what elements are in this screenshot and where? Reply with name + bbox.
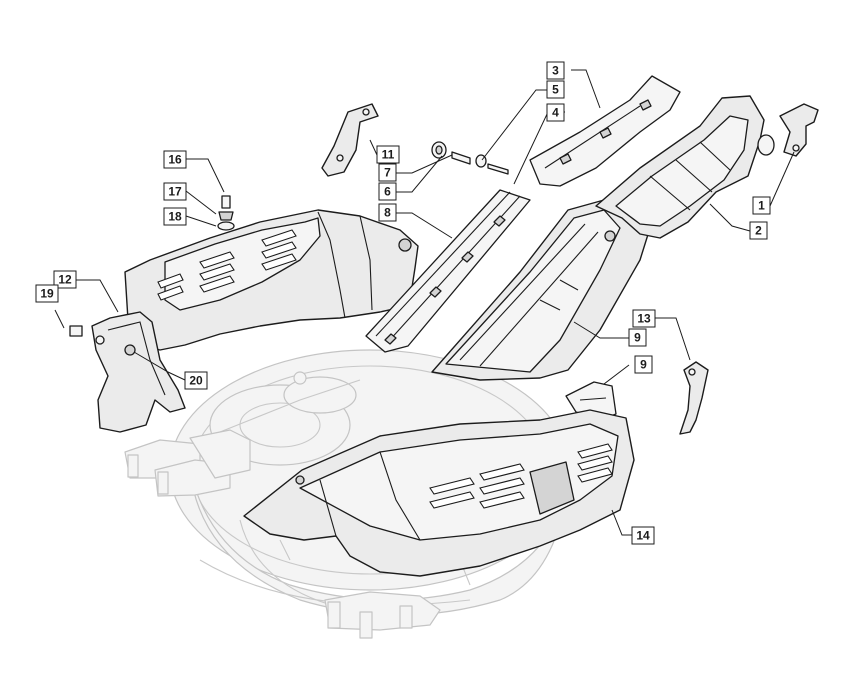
svg-text:5: 5: [552, 83, 559, 97]
callout-9b: 9: [634, 355, 653, 374]
svg-text:2: 2: [755, 224, 762, 238]
callout-5: 5: [546, 80, 565, 99]
svg-text:9: 9: [634, 331, 641, 345]
callout-17: 17: [163, 182, 187, 201]
callout-13: 13: [632, 309, 656, 328]
svg-text:9: 9: [640, 358, 647, 372]
svg-text:17: 17: [168, 185, 182, 199]
top-plate-3: [529, 75, 681, 187]
svg-text:13: 13: [637, 312, 651, 326]
callout-11: 11: [376, 145, 400, 164]
svg-text:11: 11: [382, 148, 395, 162]
callout-18: 18: [163, 207, 187, 226]
callout-7: 7: [378, 163, 397, 182]
svg-text:8: 8: [384, 206, 391, 220]
svg-text:14: 14: [636, 529, 650, 543]
bracket-1: [779, 103, 819, 157]
svg-text:3: 3: [552, 64, 559, 78]
callout-1: 1: [752, 196, 771, 215]
callout-6: 6: [378, 182, 397, 201]
callout-20: 20: [184, 371, 208, 390]
bracket-11: [321, 103, 379, 177]
strip-8: [365, 189, 531, 353]
svg-text:6: 6: [384, 185, 391, 199]
svg-text:7: 7: [384, 166, 391, 180]
callout-3: 3: [546, 61, 565, 80]
callout-16: 16: [163, 150, 187, 169]
hardware-5-6-7: [431, 141, 509, 175]
hardware-16-17-18: [217, 195, 235, 231]
svg-text:20: 20: [189, 374, 203, 388]
strip-8-clips: [384, 215, 506, 345]
left-side-baffle: [91, 209, 419, 433]
chute-cover-9: [431, 199, 651, 381]
callout-leaders: [54, 69, 795, 536]
callout-labels: 1 2 3 4 5 6 7 8: [35, 61, 771, 545]
bracket-9-lower: [565, 381, 617, 421]
hardware-19: [69, 325, 83, 337]
svg-text:18: 18: [168, 210, 182, 224]
callout-19: 19: [35, 284, 59, 303]
callout-4: 4: [546, 103, 565, 122]
svg-text:16: 16: [168, 153, 182, 167]
callout-14: 14: [631, 526, 655, 545]
callout-8: 8: [378, 203, 397, 222]
svg-text:19: 19: [40, 287, 54, 301]
svg-text:1: 1: [758, 199, 765, 213]
callout-2: 2: [749, 221, 768, 240]
front-chute-14: [243, 409, 635, 577]
svg-text:4: 4: [552, 106, 559, 120]
bracket-13: [679, 361, 709, 435]
svg-text:12: 12: [58, 273, 72, 287]
callout-12: 12: [53, 270, 77, 289]
rear-chute-2: [595, 95, 775, 239]
callout-9a: 9: [628, 328, 647, 347]
